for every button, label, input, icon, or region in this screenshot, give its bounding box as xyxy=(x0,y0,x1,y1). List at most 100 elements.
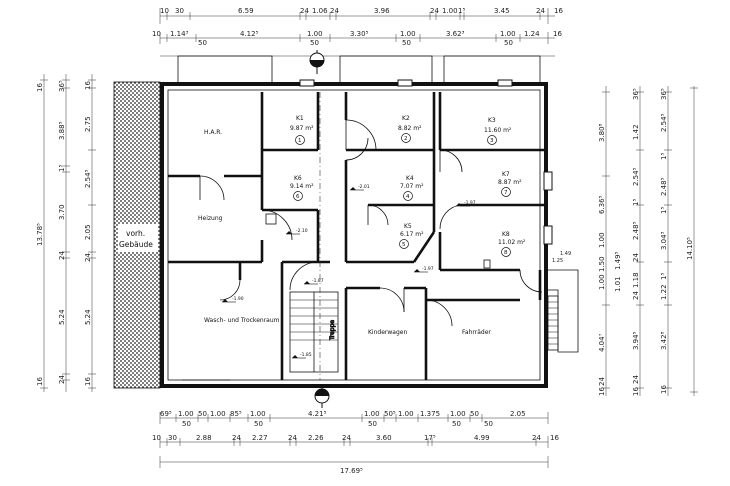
stair-label: Treppe xyxy=(329,320,336,341)
top2-dim-6: 1.00 xyxy=(400,30,416,38)
right-dim-a3: 1.00 xyxy=(598,232,606,248)
left-dim-c2: 2.75 xyxy=(84,116,92,132)
top-dim-9: 1.00 xyxy=(442,7,458,15)
top2-sub-1: 50 xyxy=(198,39,207,47)
keller-k1-area: 9.87 m² xyxy=(290,125,314,132)
vorh-label-1: vorh. xyxy=(126,229,145,238)
top2-dim-7: 3.62³ xyxy=(446,30,465,38)
top-dim-4: 24 xyxy=(300,7,309,15)
bottom2-dim-8: 24 xyxy=(342,434,351,442)
bottom-dim-8: 1.00 xyxy=(364,410,380,418)
elev-mark-3: -2.01 xyxy=(350,184,370,191)
elev-mark-5: -1.97 xyxy=(414,266,434,273)
section-markers xyxy=(309,50,330,408)
bottom-dim-7: 4.21⁵ xyxy=(308,410,327,418)
room-fahrraeder: Fahrräder xyxy=(462,329,491,336)
section-marker-top xyxy=(309,50,325,74)
top2-dim-8: 1.00 xyxy=(500,30,516,38)
right-dim-c3: 1⁵ xyxy=(660,153,668,160)
bottom2-dim-11: 4.99 xyxy=(474,434,490,442)
left-dimension-chain: 16 13.78⁵ 16 36⁵ 3.88⁵ 1⁵ 3.70 24 5.24 2… xyxy=(36,74,96,392)
elev-mark-6-text: -1.87 xyxy=(312,278,324,284)
right-dim-c1: 36⁵ xyxy=(660,88,668,100)
bottom2-dim-7: 2.26 xyxy=(308,434,324,442)
bottom2-dim-9: 3.60 xyxy=(376,434,392,442)
keller-k7-name: K7 xyxy=(502,171,510,178)
keller-k6-area: 9.14 m² xyxy=(290,183,314,190)
right-dim-b9: 3.94⁵ xyxy=(632,331,640,350)
right-dim-b10: 24 xyxy=(632,375,640,384)
keller-k5-name: K5 xyxy=(404,223,412,230)
left-dim-a1: 16 xyxy=(36,83,44,92)
top2-dim-10: 16 xyxy=(553,30,562,38)
keller-k1-name: K1 xyxy=(296,115,304,122)
right-dim-b6: 24 xyxy=(632,253,640,262)
elev-mark-1: -1.90 xyxy=(222,296,244,303)
fixtures xyxy=(265,213,491,269)
right-dim-c4: 2.48⁵ xyxy=(660,177,668,196)
right-total-dim: 14.10⁵ xyxy=(686,237,694,260)
top-dim-5: 1.06 xyxy=(312,7,328,15)
exterior-stair xyxy=(546,269,579,353)
top2-dim-2: 1.14³ xyxy=(170,30,189,38)
right-dim-b1: 36⁵ xyxy=(632,88,640,100)
right-dim-a7: 24 xyxy=(598,377,606,386)
elev-mark-4: -1.97 xyxy=(456,200,476,207)
vorh-label-2: Gebäude xyxy=(119,240,153,249)
keller-k6-num: 6 xyxy=(296,194,300,200)
top-dim-8: 24 xyxy=(430,7,439,15)
keller-k4-area: 7.07 m² xyxy=(400,183,424,190)
keller-k2-num: 2 xyxy=(404,136,408,142)
keller-k4-num: 4 xyxy=(406,194,410,200)
bottom2-dim-5: 2.27 xyxy=(252,434,268,442)
top-dimension-chain: 10 30 6.59 24 1.06 24 3.96 24 1.00 1⁵ 3.… xyxy=(152,7,563,57)
left-dim-b4: 3.70 xyxy=(58,204,66,220)
right-dim-c5: 1⁵ xyxy=(660,207,668,214)
right-dim-b3: 2.54⁵ xyxy=(632,167,640,186)
right-dim-a5: 1.00 xyxy=(598,274,606,290)
top2-sub-4: 50 xyxy=(504,39,513,47)
right-dim-b4: 1⁵ xyxy=(632,199,640,206)
keller-k1-num: 1 xyxy=(298,138,302,144)
keller-k2-name: K2 xyxy=(402,115,410,122)
bottom-dim-13: 50 xyxy=(470,410,479,418)
left-dim-a3: 16 xyxy=(36,377,44,386)
right-dim-b11: 16 xyxy=(632,387,640,396)
light-wells xyxy=(177,55,541,82)
right-dim-c2: 2.54⁵ xyxy=(660,113,668,132)
right-dim-a8: 16 xyxy=(598,387,606,396)
right-dim-b2: 1.42 xyxy=(632,124,640,140)
elev-mark-2: -2.10 xyxy=(286,228,308,235)
right-dim-a2: 6.36⁵ xyxy=(598,195,606,214)
right-dim-a4: 1.50 xyxy=(598,256,606,272)
left-dim-b2: 3.88⁵ xyxy=(58,121,66,140)
keller-k3-num: 3 xyxy=(490,138,494,144)
room-heizung: Heizung xyxy=(198,215,223,222)
bottom-dim-3: 50 xyxy=(198,410,207,418)
top-dim-10: 1⁵ xyxy=(458,7,465,15)
bottom-sub-3: 50 xyxy=(368,420,377,428)
keller-room-k3: K3 11.60 m² 3 xyxy=(484,117,512,145)
keller-room-k7: K7 8.87 m² 7 xyxy=(498,171,522,197)
room-kinderwagen: Kinderwagen xyxy=(368,329,407,336)
bottom-dim-14: 2.05 xyxy=(510,410,526,418)
top-dim-12: 24 xyxy=(536,7,545,15)
bottom2-dim-13: 16 xyxy=(550,434,559,442)
staircase: Treppe xyxy=(289,291,339,373)
left-dim-c3: 2.54⁵ xyxy=(84,169,92,188)
right-small-4: 1.49 xyxy=(560,251,571,257)
top-dim-11: 3.45 xyxy=(494,7,510,15)
elev-mark-6: -1.87 xyxy=(304,278,324,285)
windows xyxy=(299,79,553,245)
top2-dim-4: 1.00 xyxy=(307,30,323,38)
keller-k5-area: 6.17 m² xyxy=(400,231,424,238)
left-dim-c6: 5.24 xyxy=(84,309,92,325)
left-dim-b3: 1⁵ xyxy=(58,165,66,172)
left-dim-c7: 16 xyxy=(84,377,92,386)
keller-k8-num: 8 xyxy=(504,250,508,256)
bottom-sub-4: 50 xyxy=(452,420,461,428)
bottom2-dim-3: 2.88 xyxy=(196,434,212,442)
bottom-dim-9: 50⁵ xyxy=(384,410,396,418)
top-dim-7: 3.96 xyxy=(374,7,390,15)
